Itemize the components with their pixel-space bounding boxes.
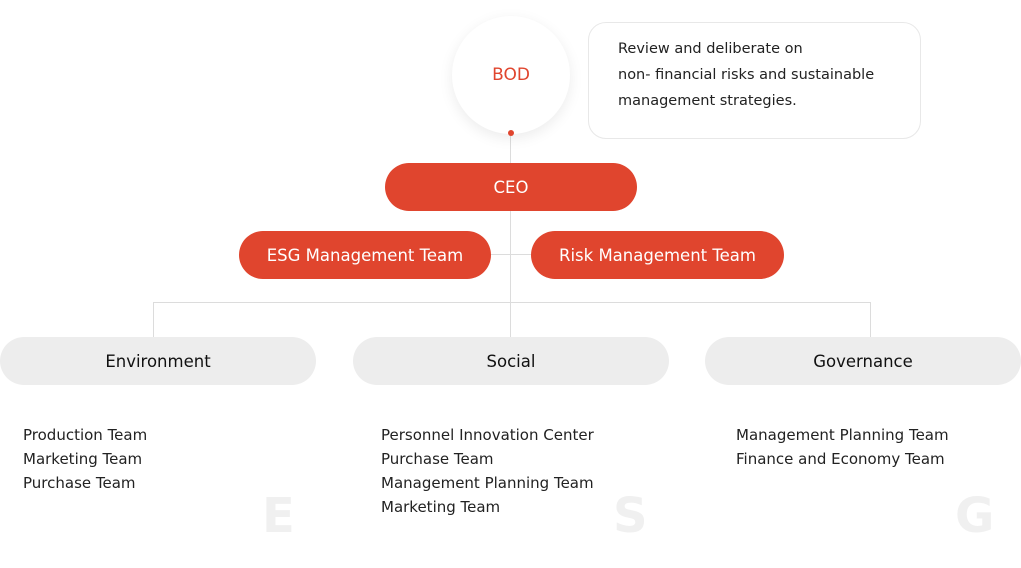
desc-line: Review and deliberate on [618,41,803,57]
risk-team-label: Risk Management Team [559,245,756,265]
letter-g: G [955,488,995,544]
esg-management-team-node: ESG Management Team [239,231,491,279]
desc-line: non- financial risks and sustainable [618,67,875,83]
list-item: Production Team [23,426,148,444]
environment-team-list: Production Team Marketing Team Purchase … [23,423,147,495]
social-node: Social [353,337,669,385]
esg-team-label: ESG Management Team [266,245,464,265]
list-item: Purchase Team [381,450,494,468]
environment-label: Environment [105,351,211,371]
social-team-list: Personnel Innovation Center Purchase Tea… [381,423,594,519]
list-item: Management Planning Team [381,474,594,492]
ceo-node: CEO [385,163,637,211]
environment-node: Environment [0,337,316,385]
list-item: Management Planning Team [736,426,949,444]
list-item: Marketing Team [381,498,501,516]
connector-pillars [153,302,871,303]
letter-s: S [613,488,648,544]
ceo-label: CEO [493,177,529,197]
letter-e: E [262,488,295,544]
governance-label: Governance [813,351,913,371]
connector-env [153,302,154,337]
social-label: Social [486,351,536,371]
governance-node: Governance [705,337,1021,385]
connector-support [491,254,531,255]
bod-description: Review and deliberate on non- financial … [588,22,921,139]
list-item: Personnel Innovation Center [381,426,594,444]
bod-dot [508,130,514,136]
governance-team-list: Management Planning Team Finance and Eco… [736,423,949,471]
risk-management-team-node: Risk Management Team [531,231,784,279]
list-item: Finance and Economy Team [736,450,945,468]
desc-line: management strategies. [618,93,797,109]
bod-node: BOD [452,16,570,134]
list-item: Marketing Team [23,450,143,468]
connector-ceo-trunk [510,211,511,337]
list-item: Purchase Team [23,474,136,492]
bod-label: BOD [492,65,530,85]
connector-bod-ceo [510,134,511,164]
connector-gov [870,302,871,337]
